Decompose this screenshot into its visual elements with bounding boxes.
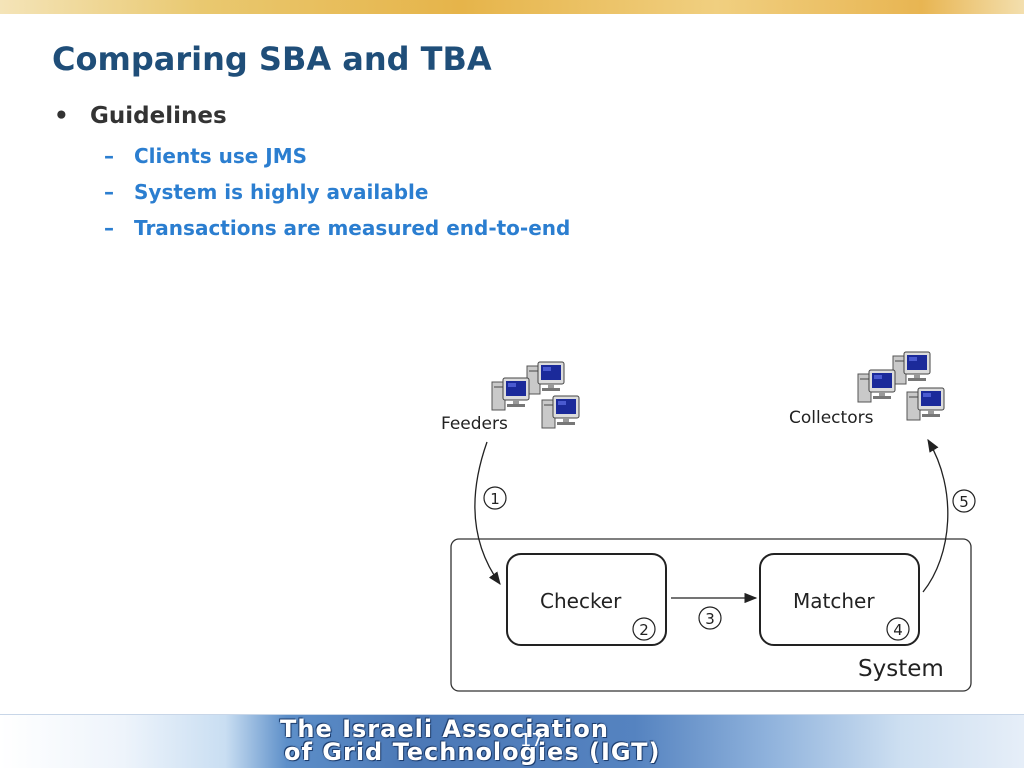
step-5-number: 5 (959, 493, 969, 511)
feeders-label: Feeders (441, 414, 508, 434)
step-2-marker: 2 (632, 617, 656, 641)
top-accent-bar (0, 0, 1024, 14)
system-label: System (858, 656, 944, 682)
dash-marker: – (104, 180, 114, 204)
step-3-marker: 3 (698, 606, 722, 630)
subitem-label: System is highly available (134, 180, 429, 204)
footer-line-1: The Israeli Association (280, 715, 609, 743)
step-1-marker: 1 (483, 486, 507, 510)
step-3-number: 3 (705, 610, 715, 628)
matcher-box (759, 553, 920, 646)
footer-banner (0, 714, 1024, 768)
slide-title: Comparing SBA and TBA (52, 40, 492, 78)
arrow-feeders-to-checker (474, 441, 501, 586)
footer-line-2: of Grid Technologies (IGT) (284, 738, 661, 766)
step-2-number: 2 (639, 621, 649, 639)
footer-divider (0, 714, 1024, 715)
checker-label: Checker (540, 589, 622, 613)
step-4-number: 4 (893, 621, 903, 639)
step-5-marker: 5 (952, 489, 976, 513)
bullet-label: Guidelines (90, 103, 227, 129)
dash-marker: – (104, 216, 114, 240)
step-1-number: 1 (490, 490, 500, 508)
step-4-marker: 4 (886, 617, 910, 641)
arrow-matcher-to-collectors (922, 438, 949, 593)
matcher-label: Matcher (793, 589, 875, 613)
dash-marker: – (104, 144, 114, 168)
collectors-label: Collectors (789, 408, 874, 428)
bullet-dot: • (54, 103, 69, 129)
checker-box (506, 553, 667, 646)
subitem-label: Clients use JMS (134, 144, 308, 168)
page-number: 17 (520, 730, 543, 751)
subitem-label: Transactions are measured end-to-end (134, 216, 571, 240)
system-box (450, 538, 972, 692)
